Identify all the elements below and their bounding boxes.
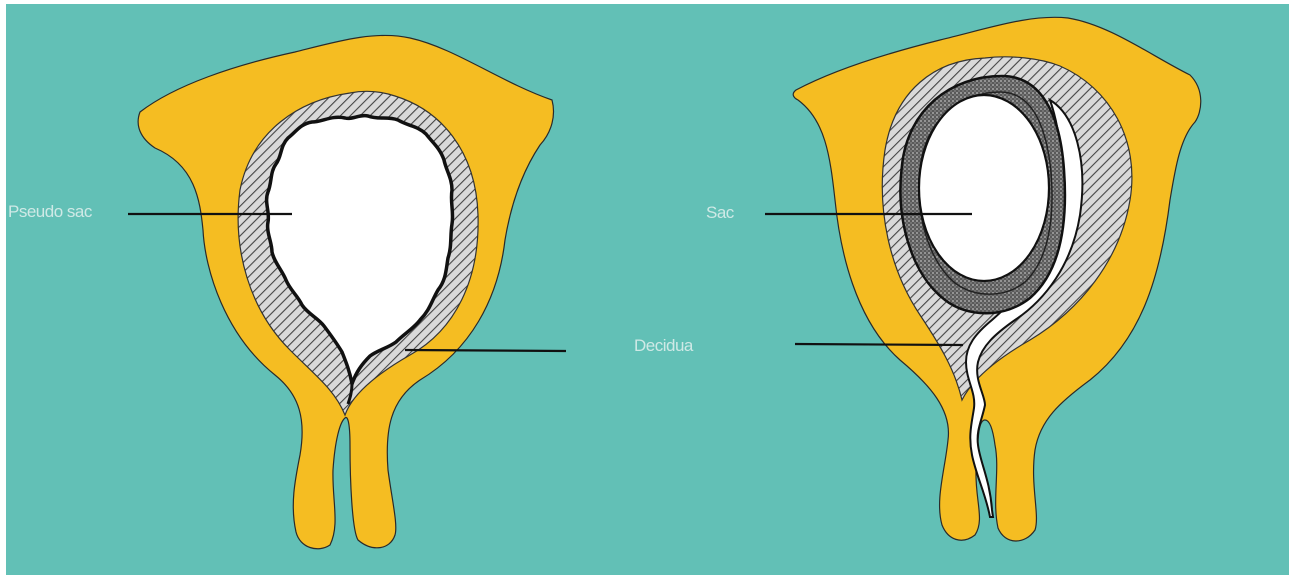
gestational-sac-cavity xyxy=(919,95,1049,281)
right-decidua-pointer-line xyxy=(795,344,963,345)
pseudo-sac-label: Pseudo sac xyxy=(8,202,92,222)
decidua-label: Decidua xyxy=(634,336,693,356)
left-decidua-pointer-line xyxy=(405,350,566,351)
sac-label: Sac xyxy=(706,203,734,223)
